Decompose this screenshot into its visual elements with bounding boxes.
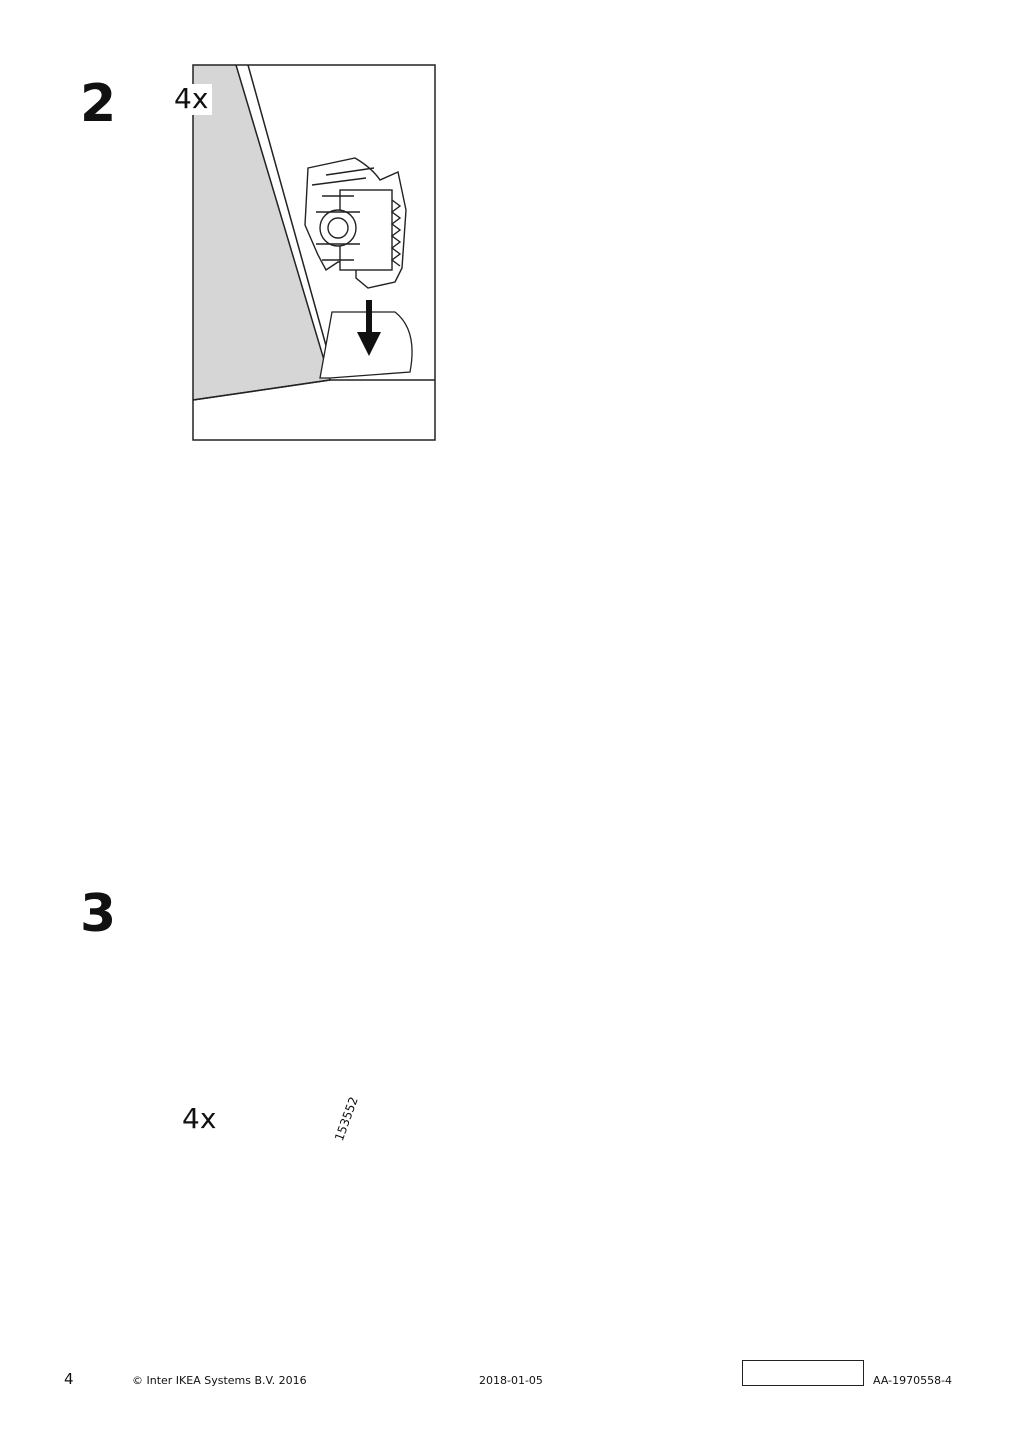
down-arrow-icon xyxy=(357,300,381,356)
step-3-number: 3 xyxy=(80,884,117,944)
blank-label-box xyxy=(742,1360,864,1386)
fitting-icon xyxy=(304,157,407,289)
step-2-number: 2 xyxy=(80,74,117,134)
document-date: 2018-01-05 xyxy=(479,1374,543,1387)
document-id: AA-1970558-4 xyxy=(873,1374,953,1387)
copyright: © Inter IKEA Systems B.V. 2016 xyxy=(132,1374,307,1387)
step-3-quantity: 4x xyxy=(182,1102,217,1135)
detail-panel-insert-fitting xyxy=(192,64,436,441)
page-number: 4 xyxy=(64,1370,74,1388)
step-2-quantity: 4x xyxy=(170,83,213,115)
